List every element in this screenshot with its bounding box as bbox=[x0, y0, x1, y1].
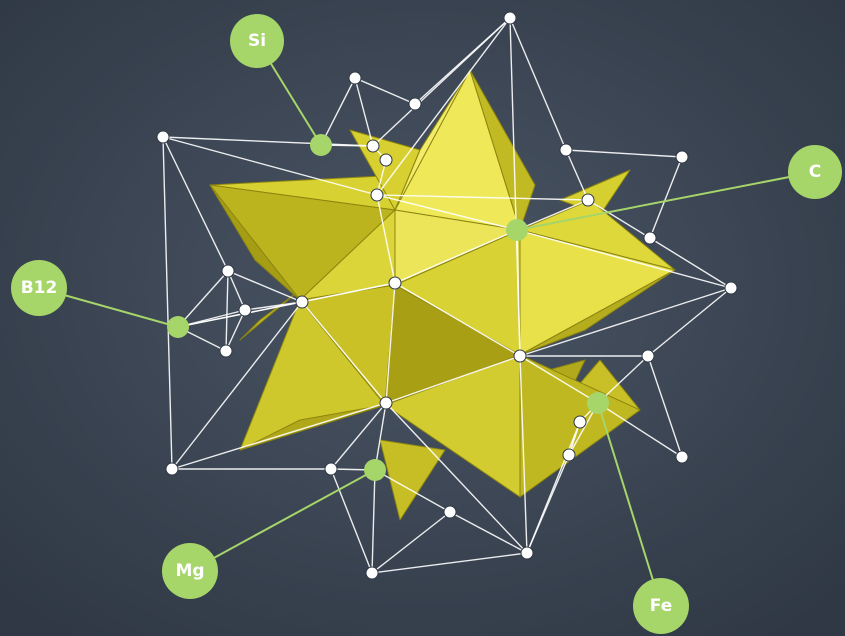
label-si: Si bbox=[248, 31, 266, 51]
label-badge-mg: Mg bbox=[162, 543, 218, 599]
network-node bbox=[389, 277, 401, 289]
label-badge-fe: Fe bbox=[633, 578, 689, 634]
network-node bbox=[349, 72, 361, 84]
network-node bbox=[380, 154, 392, 166]
network-node bbox=[574, 416, 586, 428]
label-badge-si: Si bbox=[230, 14, 284, 68]
network-node bbox=[560, 144, 572, 156]
network-node bbox=[582, 194, 594, 206]
network-node bbox=[644, 232, 656, 244]
network-node bbox=[514, 350, 526, 362]
network-node bbox=[325, 463, 337, 475]
label-badge-c: C bbox=[788, 145, 842, 199]
network-node bbox=[676, 451, 688, 463]
label-c: C bbox=[809, 162, 821, 182]
network-node bbox=[444, 506, 456, 518]
network-node bbox=[367, 140, 379, 152]
network-node bbox=[725, 282, 737, 294]
network-node bbox=[239, 304, 251, 316]
label-badge-b12: B12 bbox=[11, 260, 67, 316]
network-node bbox=[371, 189, 383, 201]
network-node bbox=[296, 296, 308, 308]
network-node bbox=[504, 12, 516, 24]
network-node bbox=[157, 131, 169, 143]
network-node bbox=[563, 449, 575, 461]
label-fe: Fe bbox=[650, 596, 672, 616]
network-node bbox=[676, 151, 688, 163]
label-mg: Mg bbox=[175, 561, 204, 581]
label-b12: B12 bbox=[21, 278, 58, 298]
network-node bbox=[642, 350, 654, 362]
network-node bbox=[222, 265, 234, 277]
network-node bbox=[521, 547, 533, 559]
network-node bbox=[166, 463, 178, 475]
network-node bbox=[366, 567, 378, 579]
network-node bbox=[380, 397, 392, 409]
network-node bbox=[409, 98, 421, 110]
network-node bbox=[220, 345, 232, 357]
